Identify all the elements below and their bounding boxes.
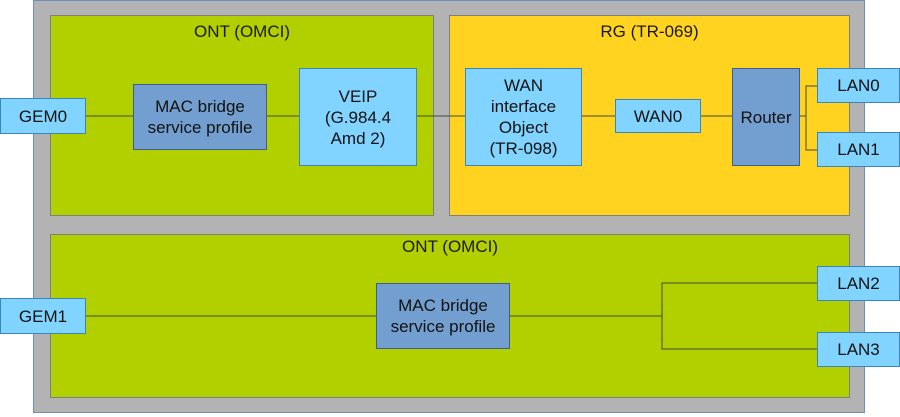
gem1-node: GEM1 (0, 298, 86, 334)
wan-interface-node: WAN interface Object (TR-098) (465, 68, 582, 166)
gem0-node: GEM0 (0, 98, 86, 134)
veip-node: VEIP (G.984.4 Amd 2) (299, 68, 417, 166)
lan0-node: LAN0 (817, 68, 900, 103)
mac-bridge-top-node: MAC bridge service profile (133, 84, 267, 150)
lan2-node: LAN2 (817, 266, 900, 301)
lan3-node: LAN3 (817, 332, 900, 367)
lan1-node: LAN1 (817, 132, 900, 167)
ont-bottom-title: ONT (OMCI) (401, 237, 498, 256)
ont-top-title: ONT (OMCI) (193, 22, 290, 41)
wan0-node: WAN0 (615, 99, 701, 133)
mac-bridge-bottom-node: MAC bridge service profile (376, 283, 510, 349)
rg-title: RG (TR-069) (600, 22, 699, 41)
router-node: Router (732, 68, 800, 166)
